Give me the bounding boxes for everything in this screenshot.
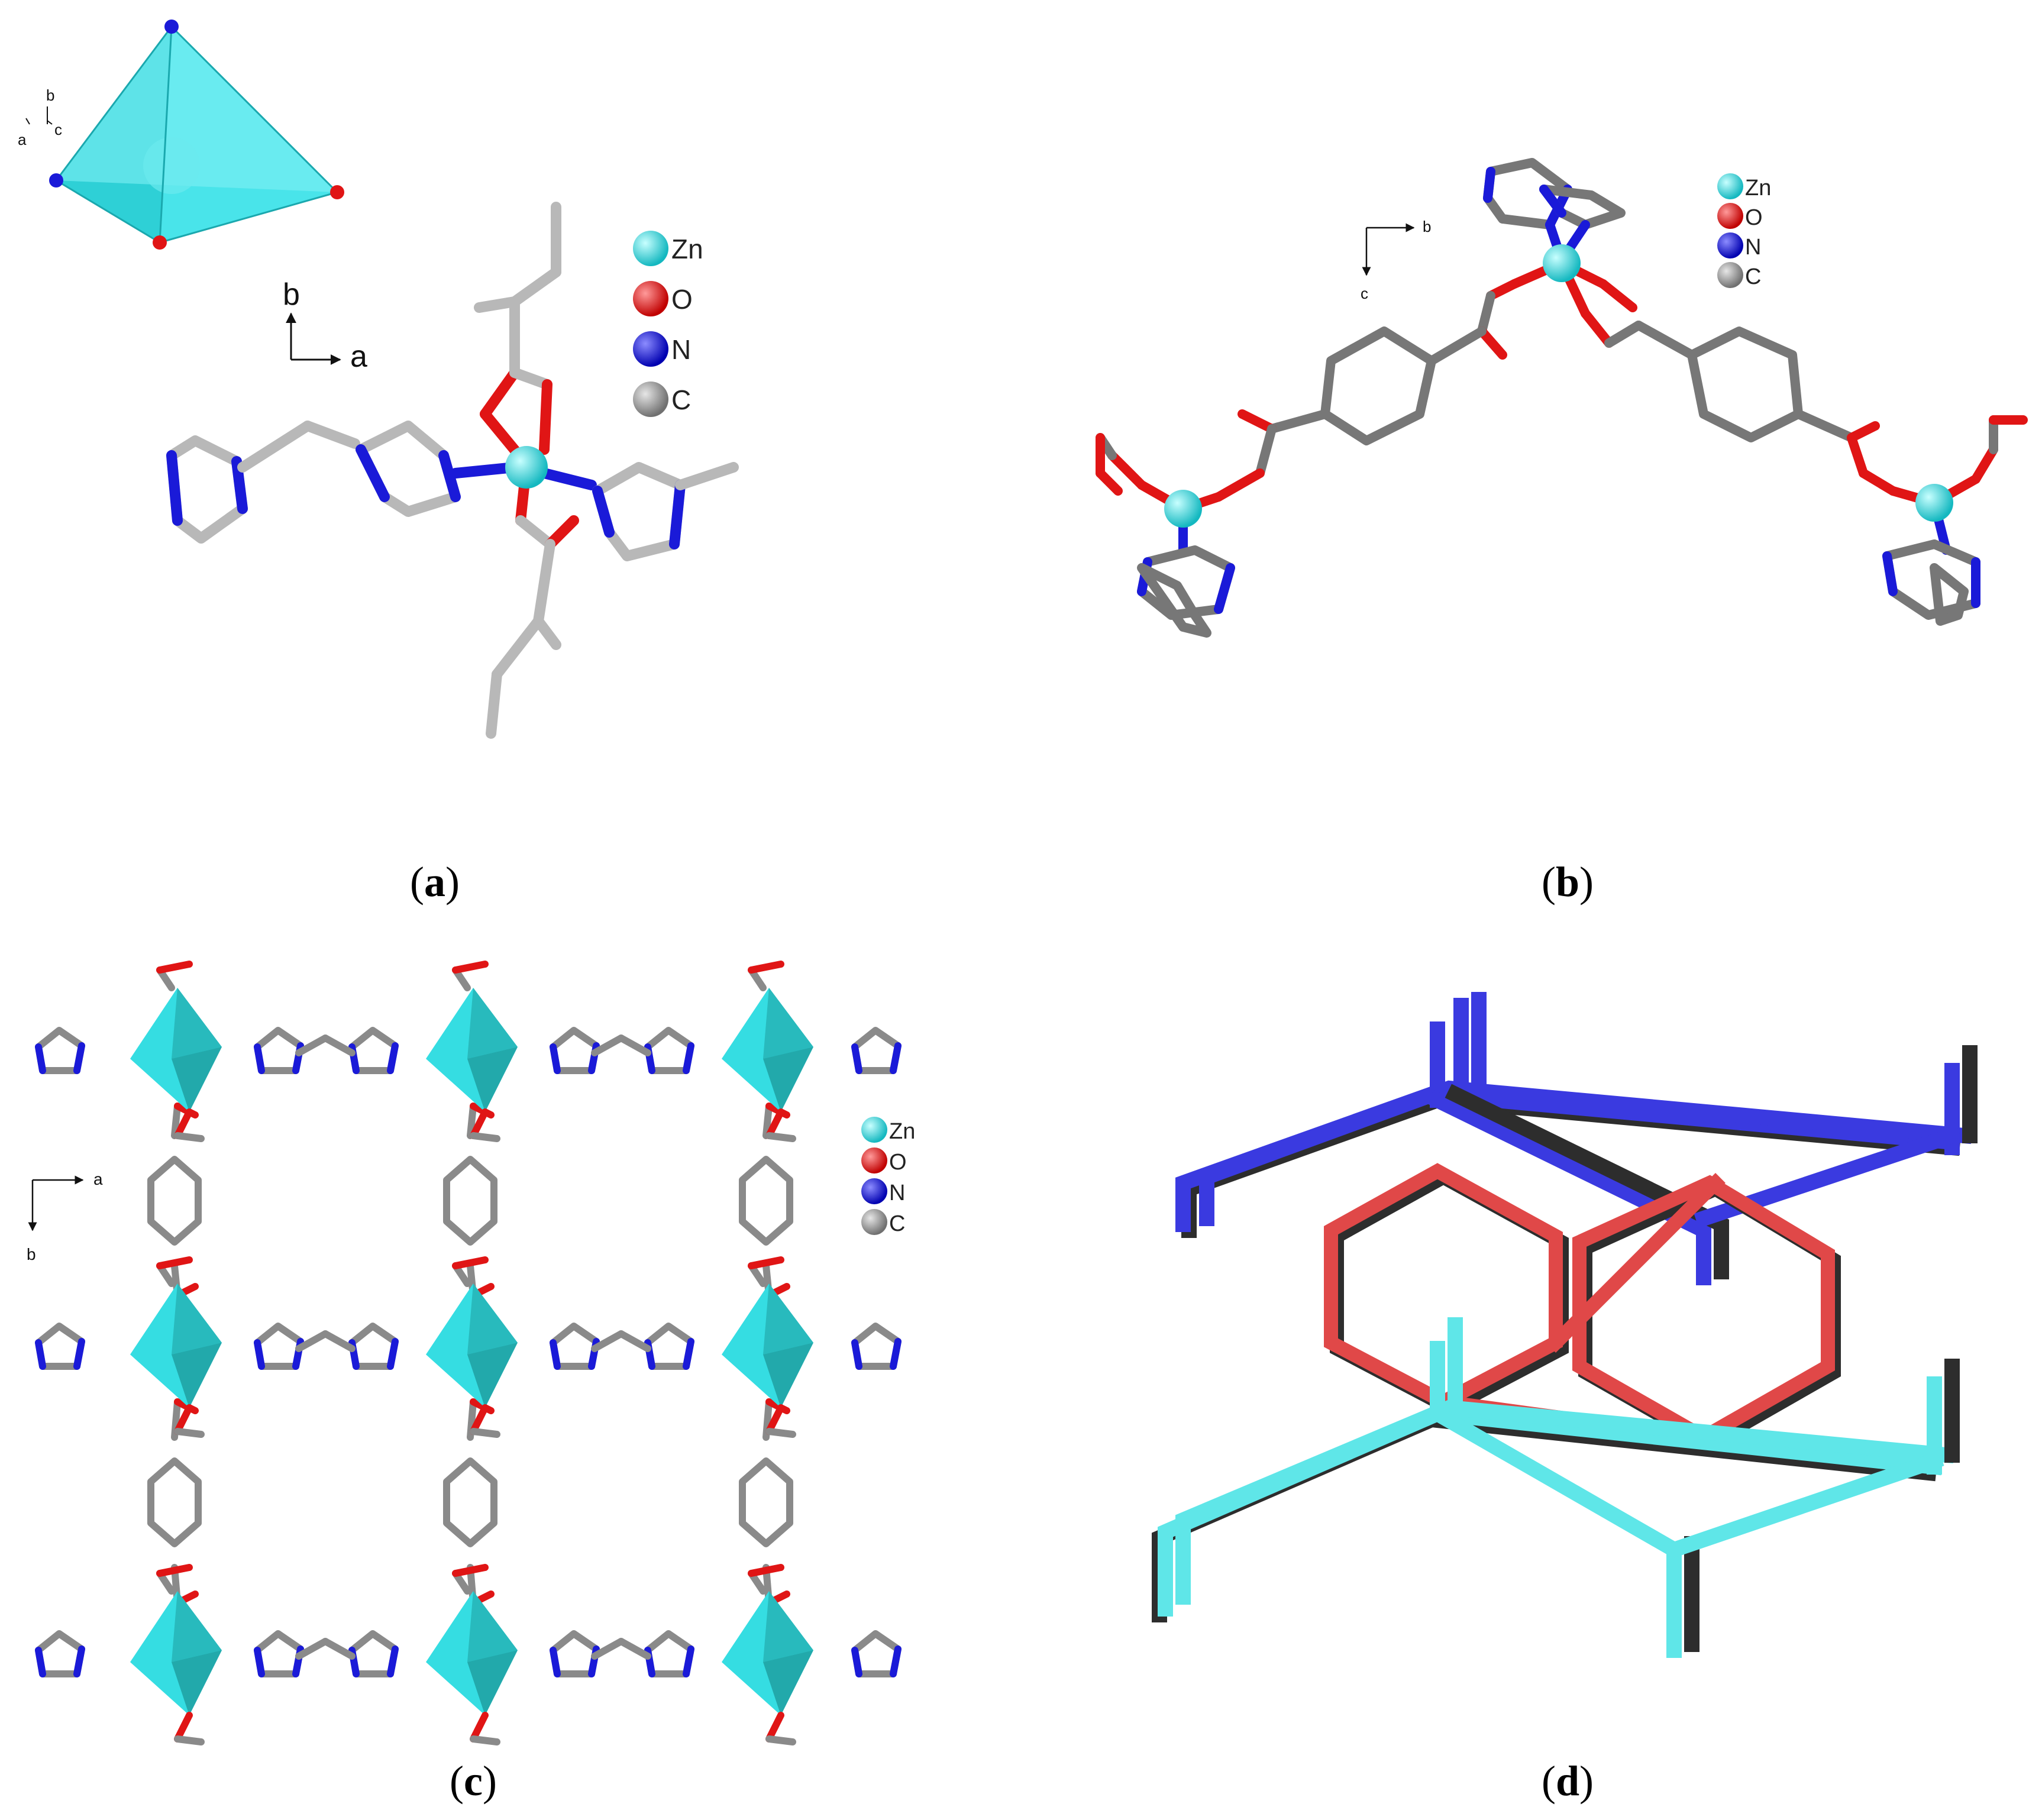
- legend-label-zn: Zn: [1745, 176, 1771, 201]
- inset-axis-a: a: [18, 131, 27, 148]
- axis-label-horizontal: a: [93, 1170, 103, 1188]
- axis-label-horizontal: a: [350, 340, 367, 374]
- legend-label-c: C: [1745, 264, 1761, 289]
- inset-axes: a b c: [18, 86, 62, 148]
- legend-c: Zn O N C: [861, 1117, 915, 1236]
- panel-d: (d): [1152, 992, 1978, 1805]
- zn-atom: [1543, 244, 1581, 282]
- legend-label-zn: Zn: [671, 234, 703, 264]
- legend-swatch-zn: [1717, 173, 1743, 199]
- caption-b: (b): [1542, 858, 1594, 906]
- axis-label-vertical: b: [27, 1245, 36, 1263]
- legend-swatch-c: [1717, 262, 1743, 288]
- tetrahedron-inset: [49, 20, 344, 250]
- legend-label-c: C: [671, 384, 691, 415]
- framework-network: [35, 961, 902, 1745]
- axis-label-vertical: b: [283, 277, 300, 312]
- caption-c: (c): [450, 1757, 497, 1805]
- zn-atom: [1915, 484, 1953, 522]
- molecule-b: [1096, 158, 2028, 638]
- axes-a: b a: [283, 277, 367, 374]
- legend-swatch-o: [1717, 203, 1743, 229]
- axes-b: b c: [1361, 218, 1431, 302]
- inset-axis-c: c: [54, 121, 62, 138]
- caption-d: (d): [1542, 1757, 1594, 1805]
- net-layer-red: [1324, 1163, 1841, 1452]
- legend-label-o: O: [1745, 205, 1763, 230]
- legend-label-n: N: [671, 334, 691, 365]
- legend-swatch-zn: [633, 231, 668, 266]
- panel-b: b c: [1096, 158, 2028, 906]
- legend-swatch-c: [861, 1209, 887, 1235]
- legend-swatch-n: [1717, 232, 1743, 258]
- legend-swatch-n: [861, 1178, 887, 1204]
- legend-swatch-o: [633, 281, 668, 316]
- axis-label-vertical: c: [1361, 285, 1368, 302]
- legend-swatch-o: [861, 1147, 887, 1174]
- inset-axis-b: b: [46, 86, 54, 104]
- legend-swatch-c: [633, 382, 668, 417]
- legend-label-zn: Zn: [889, 1119, 915, 1144]
- caption-a: (a): [410, 858, 460, 906]
- zn-atom: [505, 446, 548, 489]
- panel-c: a b Zn O N C (c): [27, 961, 915, 1805]
- legend-label-n: N: [1745, 235, 1761, 260]
- legend-label-c: C: [889, 1211, 905, 1236]
- axes-c: a b: [27, 1170, 103, 1263]
- legend-label-o: O: [889, 1150, 907, 1175]
- legend-label-o: O: [671, 284, 693, 315]
- axis-label-horizontal: b: [1423, 218, 1431, 235]
- legend-b: Zn O N C: [1717, 173, 1771, 289]
- legend-label-n: N: [889, 1181, 905, 1205]
- legend-swatch-n: [633, 331, 668, 367]
- zn-atom: [1164, 490, 1202, 528]
- net-layer-blue: [1175, 992, 1978, 1285]
- panel-a: a b c b a: [18, 20, 739, 906]
- legend-a: Zn O N C: [633, 231, 703, 417]
- net-layer-cyan: [1152, 1317, 1960, 1658]
- legend-swatch-zn: [861, 1117, 887, 1143]
